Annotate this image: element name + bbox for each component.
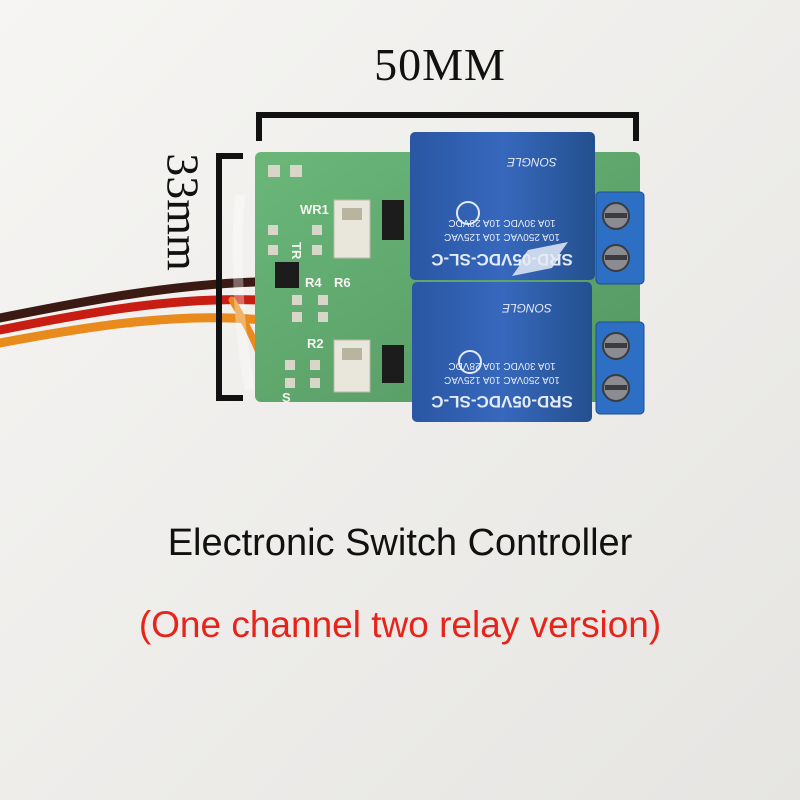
optocoupler bbox=[333, 339, 371, 393]
transistor bbox=[382, 200, 404, 240]
silk-label-r4: R4 bbox=[305, 275, 322, 290]
relay-top: SRD-05VDC-SL-C 10A 250VAC 10A 125VAC 10A… bbox=[410, 132, 595, 280]
silk-label-tr: TR bbox=[289, 242, 304, 260]
relay-bottom-brand: SONGLE bbox=[501, 301, 552, 315]
height-dimension-label: 33mm bbox=[157, 153, 209, 271]
ic-chip bbox=[275, 262, 299, 288]
relay-bottom-model: SRD-05VDC-SL-C bbox=[431, 392, 573, 411]
screw-terminal-bottom bbox=[595, 321, 645, 415]
caption-title: Electronic Switch Controller bbox=[167, 522, 633, 564]
screw-terminal-top bbox=[595, 191, 645, 285]
silk-label-r6: R6 bbox=[334, 275, 351, 290]
relay-bottom-rating-1: 10A 250VAC 10A 125VAC bbox=[444, 374, 560, 385]
dimension-bracket-height bbox=[216, 153, 243, 401]
shrink-wrap-sheen bbox=[232, 194, 255, 391]
caption-subtitle: (One channel two relay version) bbox=[138, 604, 662, 645]
dimension-bracket-width bbox=[256, 112, 639, 141]
ul-mark-icon bbox=[456, 201, 480, 225]
ul-mark-icon bbox=[458, 350, 482, 374]
songle-logo-icon bbox=[512, 242, 568, 276]
relay-top-rating-2: 10A 30VDC 10A 28VDC bbox=[448, 217, 555, 228]
relay-bottom: SRD-05VDC-SL-C 10A 250VAC 10A 125VAC 10A… bbox=[412, 282, 592, 422]
silk-label-wr1: WR1 bbox=[300, 202, 329, 217]
relay-top-brand: SONGLE bbox=[506, 155, 557, 169]
wire-harness bbox=[0, 277, 274, 389]
width-dimension-label: 50MM bbox=[374, 39, 506, 90]
silk-label-r2: R2 bbox=[307, 336, 324, 351]
relay-top-rating-1: 10A 250VAC 10A 125VAC bbox=[444, 231, 560, 242]
relay-bottom-rating-2: 10A 30VDC 10A 28VDC bbox=[448, 360, 555, 371]
silk-label-s: S bbox=[282, 390, 291, 405]
transistor bbox=[382, 345, 404, 383]
